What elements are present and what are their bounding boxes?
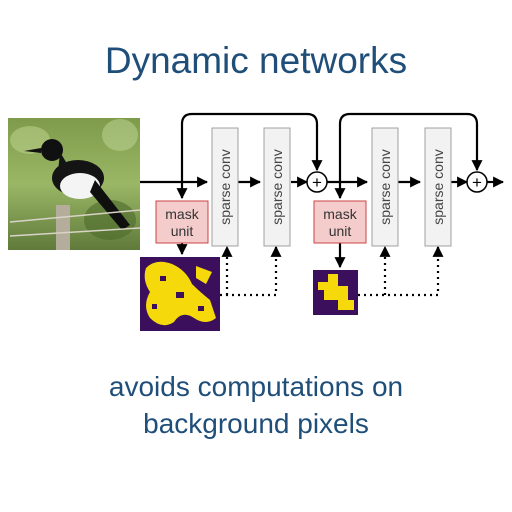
mask-unit-1-line1: mask	[165, 206, 199, 222]
input-photo	[8, 118, 141, 250]
caption-line-2: background pixels	[143, 408, 369, 439]
svg-text:sparse conv: sparse conv	[377, 149, 393, 224]
caption-line-1: avoids computations on	[108, 371, 404, 402]
mask-unit-1-line2: unit	[171, 223, 194, 239]
coarse-mask-image	[313, 270, 358, 315]
svg-text:+: +	[472, 173, 482, 192]
sparse-conv-1b: sparse conv	[263, 127, 291, 247]
mask-unit-2-line2: unit	[329, 223, 352, 239]
add-node-2: +	[466, 171, 488, 193]
page-title: Dynamic networks	[104, 40, 408, 81]
main-flow	[140, 112, 505, 269]
mask-connections	[220, 245, 444, 297]
mask-unit-2-line1: mask	[323, 206, 357, 222]
caption: avoids computations on background pixels	[0, 368, 512, 442]
fine-mask-image	[140, 257, 220, 331]
add-node-1: +	[306, 171, 328, 193]
sparse-conv-2a: sparse conv	[371, 127, 399, 247]
sparse-conv-1a: sparse conv	[211, 127, 239, 247]
mask-unit-2: mask unit	[313, 200, 367, 244]
svg-text:sparse conv: sparse conv	[269, 149, 285, 224]
mask-unit-1: mask unit	[155, 200, 209, 244]
sparse-conv-2b: sparse conv	[424, 127, 452, 247]
svg-text:sparse conv: sparse conv	[217, 149, 233, 224]
svg-text:+: +	[312, 173, 322, 192]
svg-text:sparse conv: sparse conv	[430, 149, 446, 224]
